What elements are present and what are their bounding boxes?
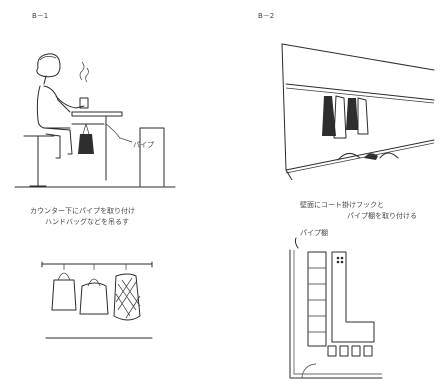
caption-b1-line1: カウンター下にパイプを取り付け bbox=[30, 207, 135, 215]
section-label-b1: B－1 bbox=[32, 12, 49, 20]
counter-illustration bbox=[10, 50, 180, 190]
pipe-shelf-label: パイプ棚 bbox=[300, 229, 328, 237]
section-label-b2: B－2 bbox=[258, 12, 275, 20]
caption-b2-line2: パイプ棚を取り付ける bbox=[347, 212, 417, 220]
pipe-label: パイプ bbox=[133, 141, 154, 149]
caption-b1-line2: ハンドバッグなどを吊るす bbox=[45, 218, 129, 226]
hanging-bags-illustration bbox=[32, 240, 162, 345]
caption-b2-line1: 壁面にコート掛けフックと bbox=[300, 201, 384, 209]
floor-plan-illustration bbox=[282, 228, 402, 386]
wall-hooks-illustration bbox=[278, 40, 438, 180]
